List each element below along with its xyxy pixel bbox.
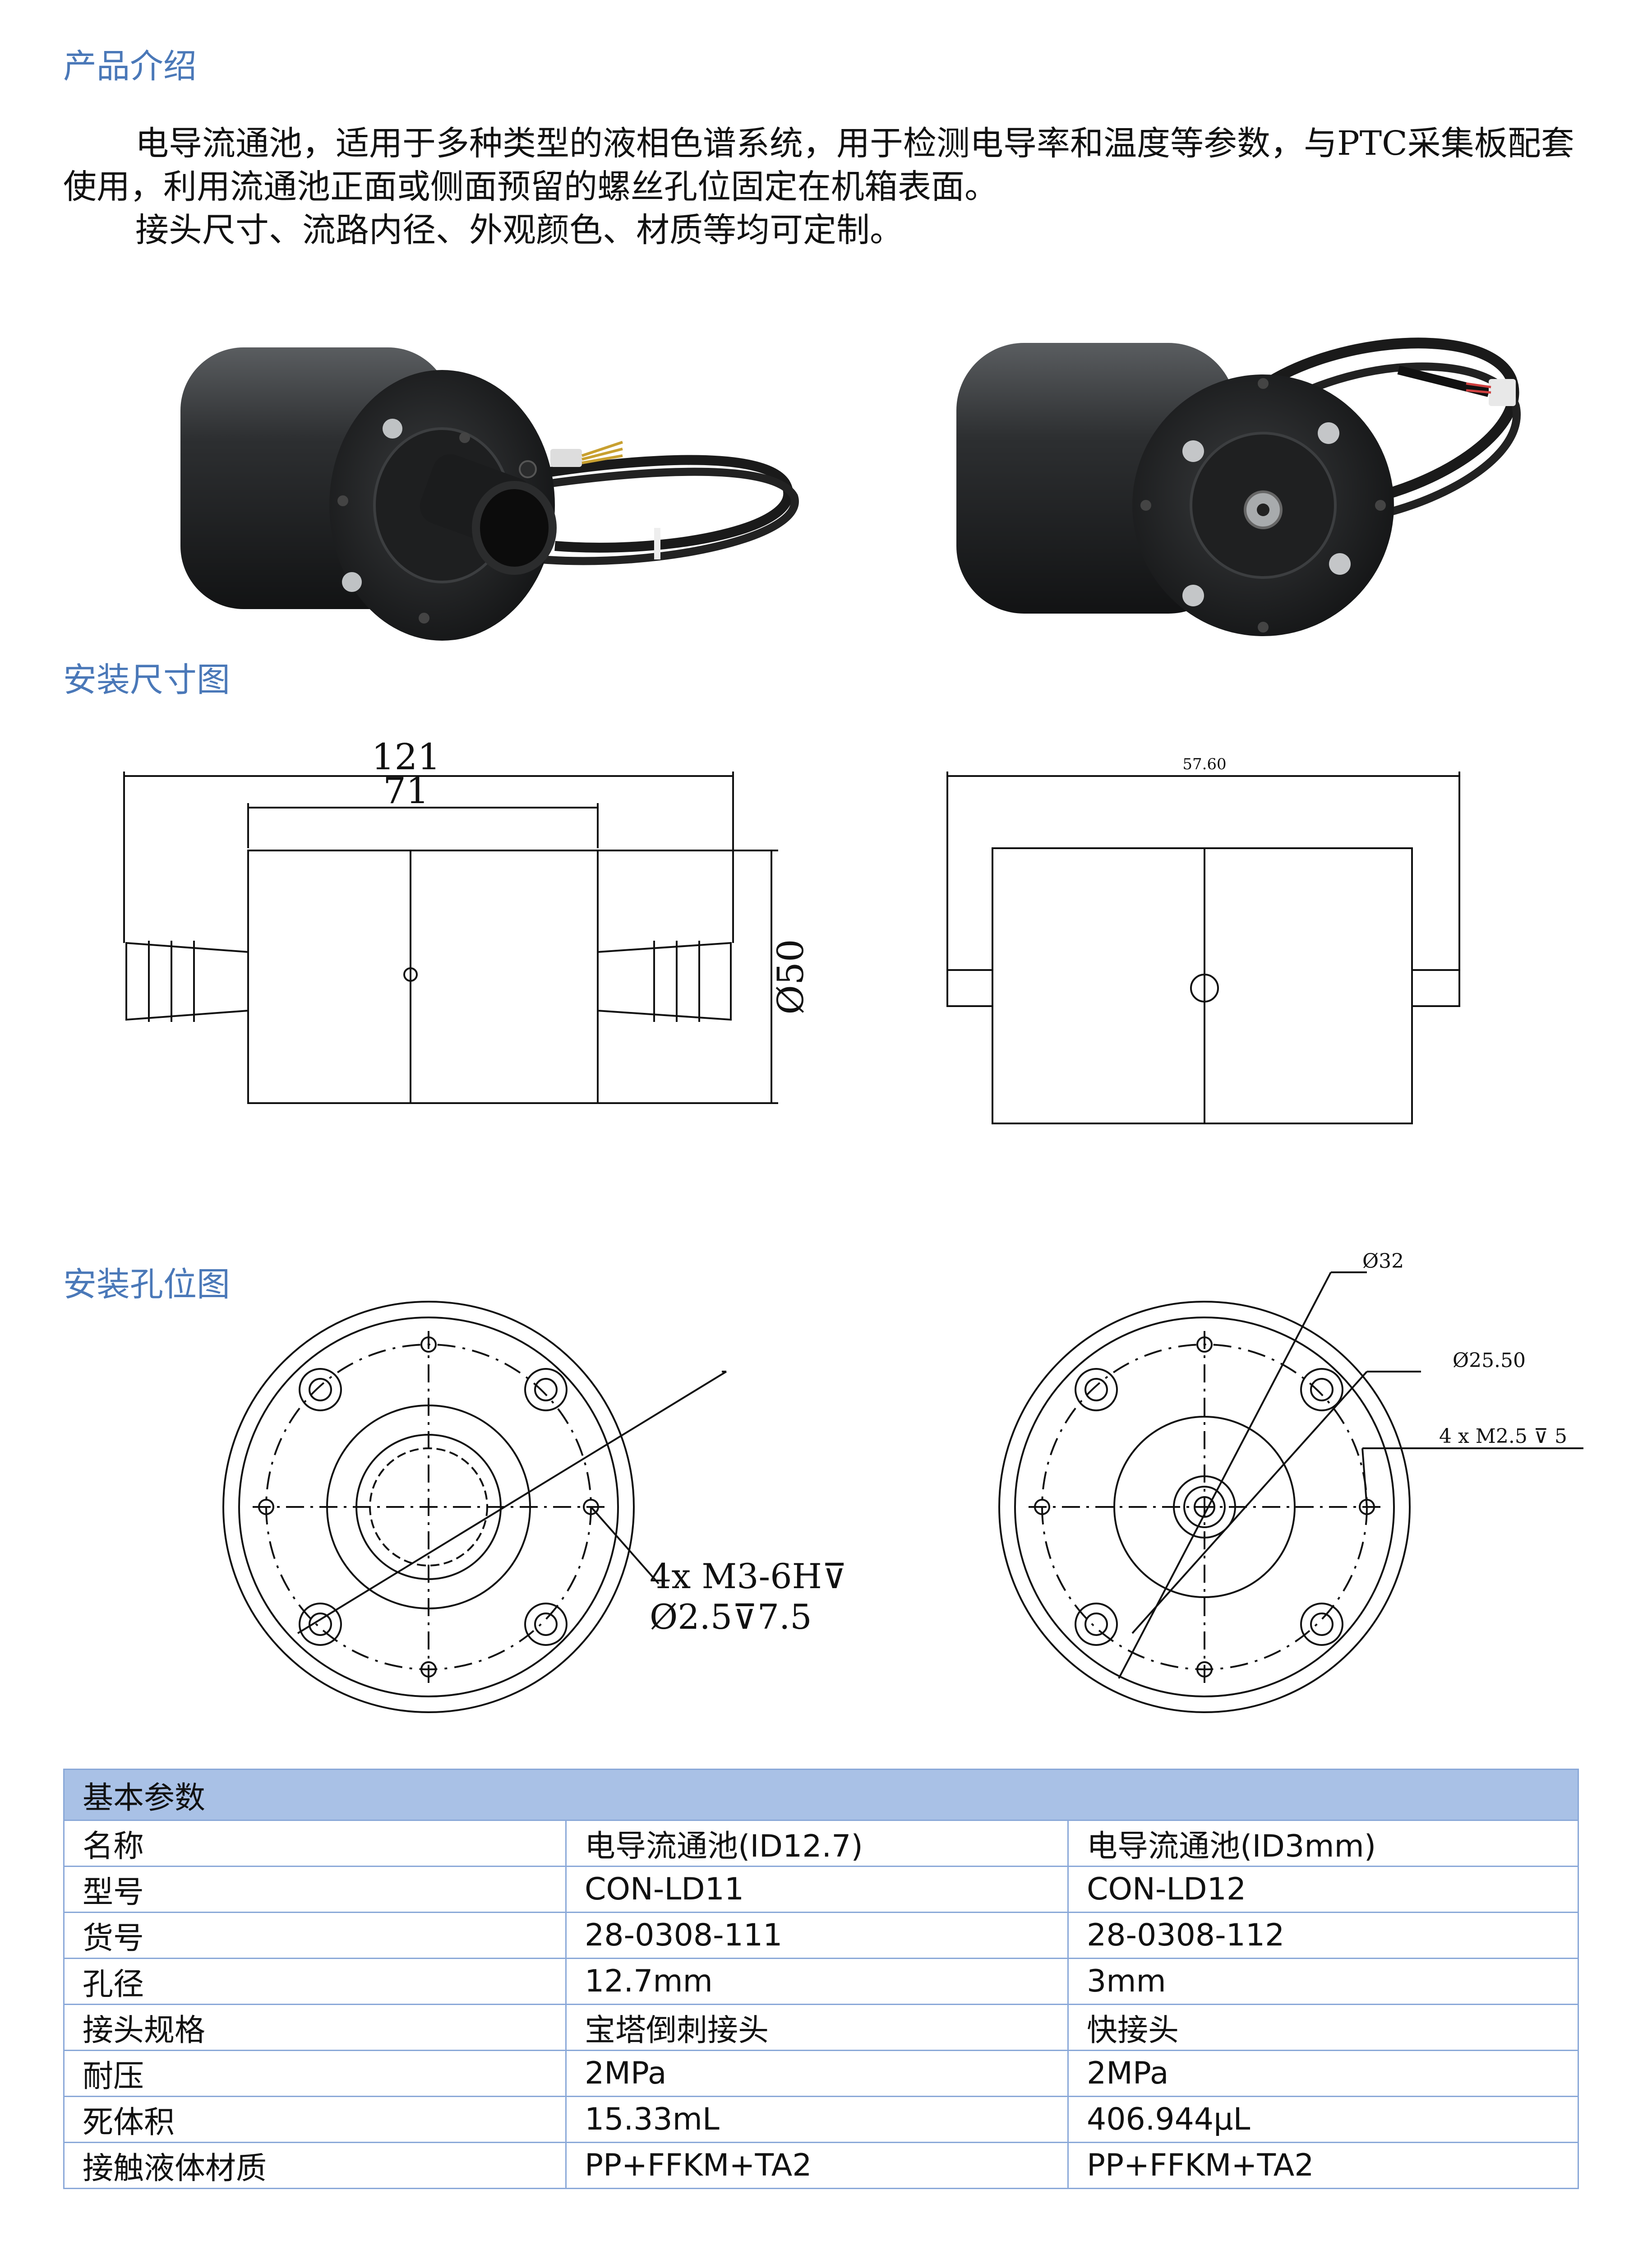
intro-text: 电导流通池，适用于多种类型的液相色谱系统，用于检测电导率和温度等参数，与PTC采… bbox=[63, 122, 1606, 252]
table-cell: 货号 bbox=[63, 1912, 567, 1959]
intro-paragraph-1: 电导流通池，适用于多种类型的液相色谱系统，用于检测电导率和温度等参数，与PTC采… bbox=[63, 124, 1574, 206]
table-cell: 死体积 bbox=[63, 2096, 567, 2143]
table-row: 孔径 12.7mm 3mm bbox=[63, 1958, 1579, 2005]
table-cell: 28-0308-112 bbox=[1067, 1912, 1579, 1959]
hole-left-line2: Ø2.5⊽7.5 bbox=[650, 1597, 812, 1637]
table-cell: 12.7mm bbox=[565, 1958, 1069, 2005]
product-photo-quick bbox=[956, 337, 1521, 636]
table-row: 耐压 2MPa 2MPa bbox=[63, 2050, 1579, 2097]
table-cell: PP+FFKM+TA2 bbox=[565, 2142, 1069, 2189]
hole-right-d1: Ø32 bbox=[1362, 1250, 1404, 1273]
hole-drawing-right: Ø32 Ø25.50 4 x M2.5 ⊽ 5 bbox=[998, 1250, 1583, 1713]
table-cell: 2MPa bbox=[565, 2050, 1069, 2097]
table-cell: 接头规格 bbox=[63, 2004, 567, 2051]
dim-left-total: 121 bbox=[372, 736, 441, 778]
table-row: 死体积 15.33mL 406.944μL bbox=[63, 2096, 1579, 2143]
dim-right-total: 57.60 bbox=[1182, 755, 1226, 773]
table-cell: 15.33mL bbox=[565, 2096, 1069, 2143]
table-cell: 宝塔倒刺接头 bbox=[565, 2004, 1069, 2051]
table-header-row: 基本参数 bbox=[63, 1769, 1579, 1821]
hole-left-line1: 4x M3-6H⊽6 bbox=[650, 1556, 848, 1596]
table-cell: CON-LD12 bbox=[1067, 1866, 1579, 1913]
table-cell: 孔径 bbox=[63, 1958, 567, 2005]
dim-left-body: 71 bbox=[383, 770, 429, 812]
table-row: 货号 28-0308-111 28-0308-112 bbox=[63, 1912, 1579, 1959]
section-title-install-size: 安装尺寸图 bbox=[63, 661, 230, 699]
hole-right-thread: 4 x M2.5 ⊽ 5 bbox=[1439, 1425, 1567, 1448]
table-cell: 28-0308-111 bbox=[565, 1912, 1069, 1959]
dimension-drawing-left: 121 71 Ø50 bbox=[123, 736, 812, 1104]
table-cell: 名称 bbox=[63, 1820, 567, 1867]
dimension-drawing-right: 57.60 bbox=[946, 755, 1460, 1124]
intro-paragraph-2: 接头尺寸、流路内径、外观颜色、材质等均可定制。 bbox=[135, 211, 903, 250]
hole-right-d2: Ø25.50 bbox=[1453, 1349, 1526, 1372]
table-title: 基本参数 bbox=[63, 1769, 1579, 1821]
table-row: 接触液体材质 PP+FFKM+TA2 PP+FFKM+TA2 bbox=[63, 2142, 1579, 2189]
product-photo-barb bbox=[180, 347, 799, 641]
section-title-install-hole: 安装孔位图 bbox=[63, 1265, 230, 1304]
table-cell: 3mm bbox=[1067, 1958, 1579, 2005]
table-cell: PP+FFKM+TA2 bbox=[1067, 2142, 1579, 2189]
parameters-table: 基本参数 名称 电导流通池(ID12.7) 电导流通池(ID3mm) 型号 CO… bbox=[63, 1769, 1579, 2189]
hole-drawing-left: 4x M3-6H⊽6 Ø2.5⊽7.5 bbox=[222, 1301, 848, 1713]
dim-left-dia: Ø50 bbox=[770, 939, 812, 1014]
table-cell: 接触液体材质 bbox=[63, 2142, 567, 2189]
table-cell: CON-LD11 bbox=[565, 1866, 1069, 1913]
table-cell: 2MPa bbox=[1067, 2050, 1579, 2097]
table-cell: 406.944μL bbox=[1067, 2096, 1579, 2143]
table-cell: 快接头 bbox=[1067, 2004, 1579, 2051]
table-cell: 耐压 bbox=[63, 2050, 567, 2097]
table-cell: 电导流通池(ID12.7) bbox=[565, 1820, 1069, 1867]
table-row: 型号 CON-LD11 CON-LD12 bbox=[63, 1866, 1579, 1913]
table-row: 名称 电导流通池(ID12.7) 电导流通池(ID3mm) bbox=[63, 1820, 1579, 1867]
table-cell: 型号 bbox=[63, 1866, 567, 1913]
section-title-intro: 产品介绍 bbox=[63, 47, 197, 86]
table-cell: 电导流通池(ID3mm) bbox=[1067, 1820, 1579, 1867]
table-row: 接头规格 宝塔倒刺接头 快接头 bbox=[63, 2004, 1579, 2051]
